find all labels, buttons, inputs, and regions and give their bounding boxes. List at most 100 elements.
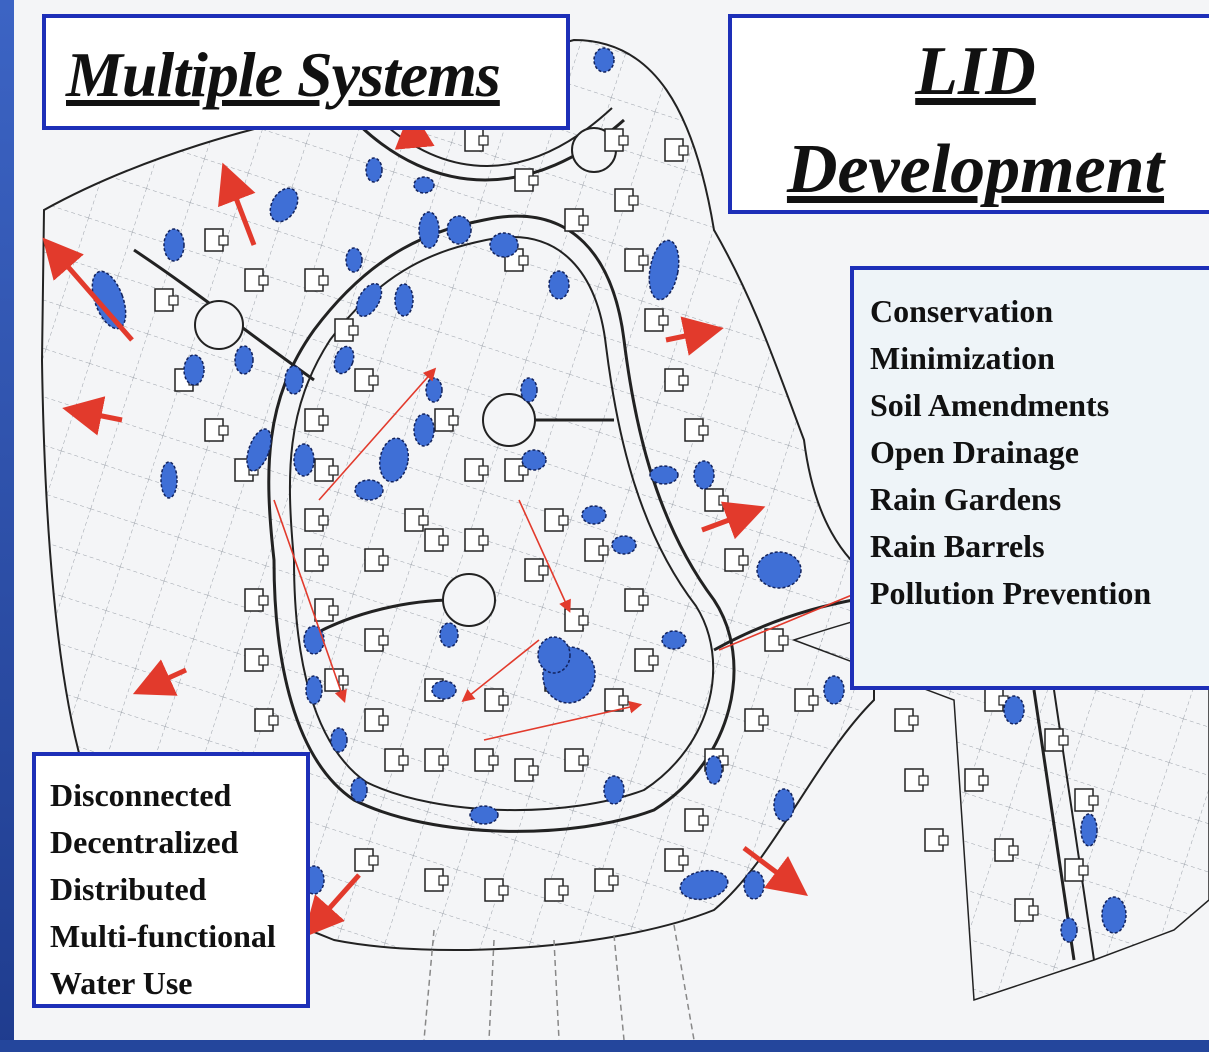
house-wing bbox=[268, 715, 279, 726]
house-wing bbox=[498, 885, 509, 896]
basin bbox=[394, 283, 414, 317]
basin bbox=[160, 461, 178, 499]
basin bbox=[418, 211, 440, 249]
flow-arrow-thin bbox=[483, 700, 643, 741]
basin bbox=[163, 228, 185, 262]
house-wing bbox=[738, 555, 749, 566]
basin bbox=[378, 437, 410, 483]
basin bbox=[234, 345, 254, 375]
house-wing bbox=[518, 465, 529, 476]
house-wing bbox=[938, 835, 949, 846]
lid-heading-box: LID Development bbox=[728, 14, 1209, 214]
distribution-item: Distributed bbox=[50, 871, 207, 907]
distribution-item: Decentralized bbox=[50, 824, 239, 860]
flow-arrow-thin bbox=[318, 367, 437, 501]
house-wing bbox=[258, 595, 269, 606]
house-wing bbox=[578, 755, 589, 766]
basin bbox=[425, 377, 443, 403]
house-wing bbox=[218, 235, 229, 246]
basin bbox=[581, 505, 607, 525]
flow-arrow bbox=[218, 162, 257, 246]
house-wing bbox=[1008, 845, 1019, 856]
house-wing bbox=[808, 695, 819, 706]
house-wing bbox=[1088, 795, 1099, 806]
slide-title: Multiple Systems bbox=[66, 39, 501, 110]
title-box: Multiple Systems bbox=[42, 14, 570, 130]
basin bbox=[350, 777, 368, 803]
flow-arrow bbox=[42, 237, 134, 342]
house-wing bbox=[418, 515, 429, 526]
flow-arrow-thin bbox=[461, 639, 540, 702]
slide-frame-bottom bbox=[0, 1040, 1209, 1052]
house-wing bbox=[698, 425, 709, 436]
slide-frame-left bbox=[0, 0, 14, 1052]
basin bbox=[679, 869, 729, 901]
house-wing bbox=[378, 635, 389, 646]
house-wing bbox=[488, 755, 499, 766]
basin bbox=[439, 622, 459, 648]
basin bbox=[705, 755, 723, 785]
basin bbox=[520, 377, 538, 403]
house-wing bbox=[638, 595, 649, 606]
house-wing bbox=[908, 715, 919, 726]
house-wing bbox=[258, 275, 269, 286]
distribution-item: Disconnected bbox=[50, 777, 232, 813]
basin bbox=[431, 680, 457, 700]
house-wing bbox=[258, 655, 269, 666]
flow-arrow-thin bbox=[273, 499, 347, 704]
basin bbox=[303, 625, 325, 655]
basin bbox=[345, 247, 363, 273]
house-wing bbox=[538, 565, 549, 576]
house-wing bbox=[648, 655, 659, 666]
house-wing bbox=[618, 135, 629, 146]
basin bbox=[1101, 896, 1127, 934]
basin bbox=[693, 460, 715, 490]
basin bbox=[1003, 695, 1025, 725]
practice-item: Rain Barrels bbox=[870, 528, 1045, 564]
basin bbox=[521, 449, 547, 471]
house-wing bbox=[528, 175, 539, 186]
house-wing bbox=[338, 675, 349, 686]
house-wing bbox=[328, 465, 339, 476]
house-wing bbox=[368, 375, 379, 386]
house-wing bbox=[978, 775, 989, 786]
house-wing bbox=[478, 535, 489, 546]
house-wing bbox=[398, 755, 409, 766]
basin bbox=[469, 805, 499, 825]
basin bbox=[446, 215, 472, 245]
basin bbox=[773, 788, 795, 822]
house-wing bbox=[598, 545, 609, 556]
house-wing bbox=[658, 315, 669, 326]
house-wing bbox=[638, 255, 649, 266]
basin bbox=[648, 239, 680, 301]
practice-item: Open Drainage bbox=[870, 434, 1079, 470]
flow-arrow-thin bbox=[718, 587, 867, 651]
house-wing bbox=[498, 695, 509, 706]
house-wing bbox=[448, 415, 459, 426]
basin bbox=[661, 630, 687, 650]
basin bbox=[1080, 813, 1098, 847]
basin bbox=[269, 187, 299, 223]
distribution-box: Disconnected Decentralized Distributed M… bbox=[32, 752, 310, 1008]
basin bbox=[756, 551, 802, 589]
house-wing bbox=[778, 635, 789, 646]
basin bbox=[354, 479, 384, 501]
house-wing bbox=[918, 775, 929, 786]
house-wing bbox=[368, 855, 379, 866]
basin bbox=[183, 354, 205, 386]
flow-arrow bbox=[62, 396, 123, 436]
practice-item: Soil Amendments bbox=[870, 387, 1110, 423]
lid-heading-line2: Development bbox=[786, 131, 1165, 208]
basin bbox=[413, 176, 435, 194]
basin bbox=[743, 870, 765, 900]
house-wing bbox=[378, 715, 389, 726]
practices-list: Conservation Minimization Soil Amendment… bbox=[870, 288, 1151, 617]
flow-arrow bbox=[303, 873, 361, 938]
distribution-item: Multi-functional bbox=[50, 918, 276, 954]
house-wing bbox=[558, 515, 569, 526]
practice-item: Conservation bbox=[870, 293, 1054, 329]
basin bbox=[355, 282, 383, 318]
flow-arrow bbox=[742, 846, 808, 896]
house-wing bbox=[438, 875, 449, 886]
basin bbox=[593, 47, 615, 73]
